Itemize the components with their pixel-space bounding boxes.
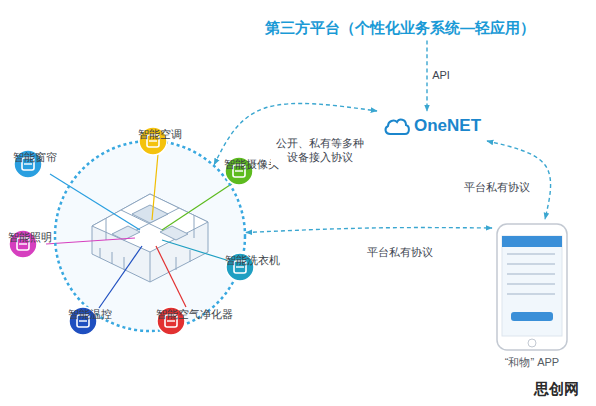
node-label: 智能窗帘 bbox=[13, 150, 57, 164]
title-node: 第三方平台（个性化业务系统—轻应用） bbox=[265, 19, 535, 38]
house-stair bbox=[124, 257, 125, 270]
leader-line bbox=[99, 246, 142, 308]
device-icon: 智能温控 bbox=[68, 306, 112, 322]
house-top bbox=[92, 194, 208, 252]
device-glyph bbox=[19, 243, 27, 244]
house-floor bbox=[92, 194, 208, 282]
leader-lines bbox=[46, 143, 236, 308]
node-label: 智能空气净化器 bbox=[156, 307, 233, 321]
house-wall bbox=[150, 252, 151, 282]
dashed-connector bbox=[246, 228, 492, 233]
device-icon: 智能空调 bbox=[138, 126, 182, 142]
device-glyph bbox=[79, 320, 87, 321]
node-label: OneNET bbox=[414, 116, 481, 136]
phone-body bbox=[497, 224, 567, 350]
house-stair bbox=[176, 257, 177, 270]
watermark: 思创网 bbox=[534, 380, 579, 399]
cloud-symbol bbox=[383, 116, 411, 136]
ring-outline bbox=[53, 139, 247, 333]
ring-glow bbox=[56, 142, 244, 330]
leader-line bbox=[162, 181, 236, 230]
device-glyph bbox=[149, 140, 157, 141]
leader-line bbox=[156, 246, 186, 307]
house-wall bbox=[106, 218, 107, 240]
phone-button bbox=[511, 312, 553, 321]
leader-line bbox=[46, 238, 135, 244]
house-stair bbox=[100, 248, 101, 258]
device-glyph bbox=[167, 320, 175, 321]
phone-list-row bbox=[507, 283, 555, 285]
phone-home bbox=[528, 339, 536, 347]
device-icon: 智能照明 bbox=[8, 229, 52, 245]
cloud-outline bbox=[386, 120, 409, 134]
phone-header bbox=[502, 236, 562, 247]
ring-circle bbox=[55, 141, 245, 331]
device-glyph bbox=[236, 266, 244, 267]
device-icon: 智能窗帘 bbox=[13, 149, 57, 165]
device-icon: 智能空气净化器 bbox=[156, 306, 233, 322]
cloud-platform: OneNET bbox=[380, 114, 484, 138]
node-label: “和物” APP bbox=[505, 355, 559, 370]
house-stair bbox=[112, 252, 113, 264]
phone-list-row bbox=[507, 253, 555, 255]
title-text: 第三方平台（个性化业务系统—轻应用） bbox=[265, 19, 535, 38]
phone-list-row bbox=[507, 263, 555, 265]
house-room bbox=[112, 226, 140, 240]
node-label: 智能洗衣机 bbox=[225, 253, 280, 267]
node-label: 智能空调 bbox=[138, 127, 182, 141]
edge-label: API bbox=[429, 67, 453, 83]
phone-screen bbox=[502, 236, 562, 336]
phone-list-row bbox=[507, 273, 555, 275]
edge-label: 公开、私有等多种 设备接入协议 bbox=[271, 135, 369, 165]
node-label: 智能温控 bbox=[68, 307, 112, 321]
house-stair bbox=[190, 250, 191, 262]
dashed-connector bbox=[214, 103, 377, 164]
house-wall bbox=[194, 215, 195, 238]
device-icon: 智能洗衣机 bbox=[225, 252, 280, 268]
phone-app: “和物” APP bbox=[495, 222, 569, 370]
house-room bbox=[132, 205, 168, 223]
phone-list-row bbox=[507, 293, 555, 295]
edge-label: 平台私有协议 bbox=[364, 244, 436, 260]
house-plan bbox=[92, 194, 208, 282]
device-glyph bbox=[24, 163, 32, 164]
phone-symbol bbox=[495, 222, 569, 352]
edge-label: 平台私有协议 bbox=[461, 179, 533, 195]
node-label: 智能照明 bbox=[8, 230, 52, 244]
device-glyph bbox=[235, 170, 243, 171]
leader-line bbox=[50, 174, 140, 230]
dashed-connector bbox=[426, 41, 427, 112]
home-ring: 智能空调智能窗帘智能摄像头智能照明智能洗衣机智能温控智能空气净化器 bbox=[53, 139, 247, 333]
